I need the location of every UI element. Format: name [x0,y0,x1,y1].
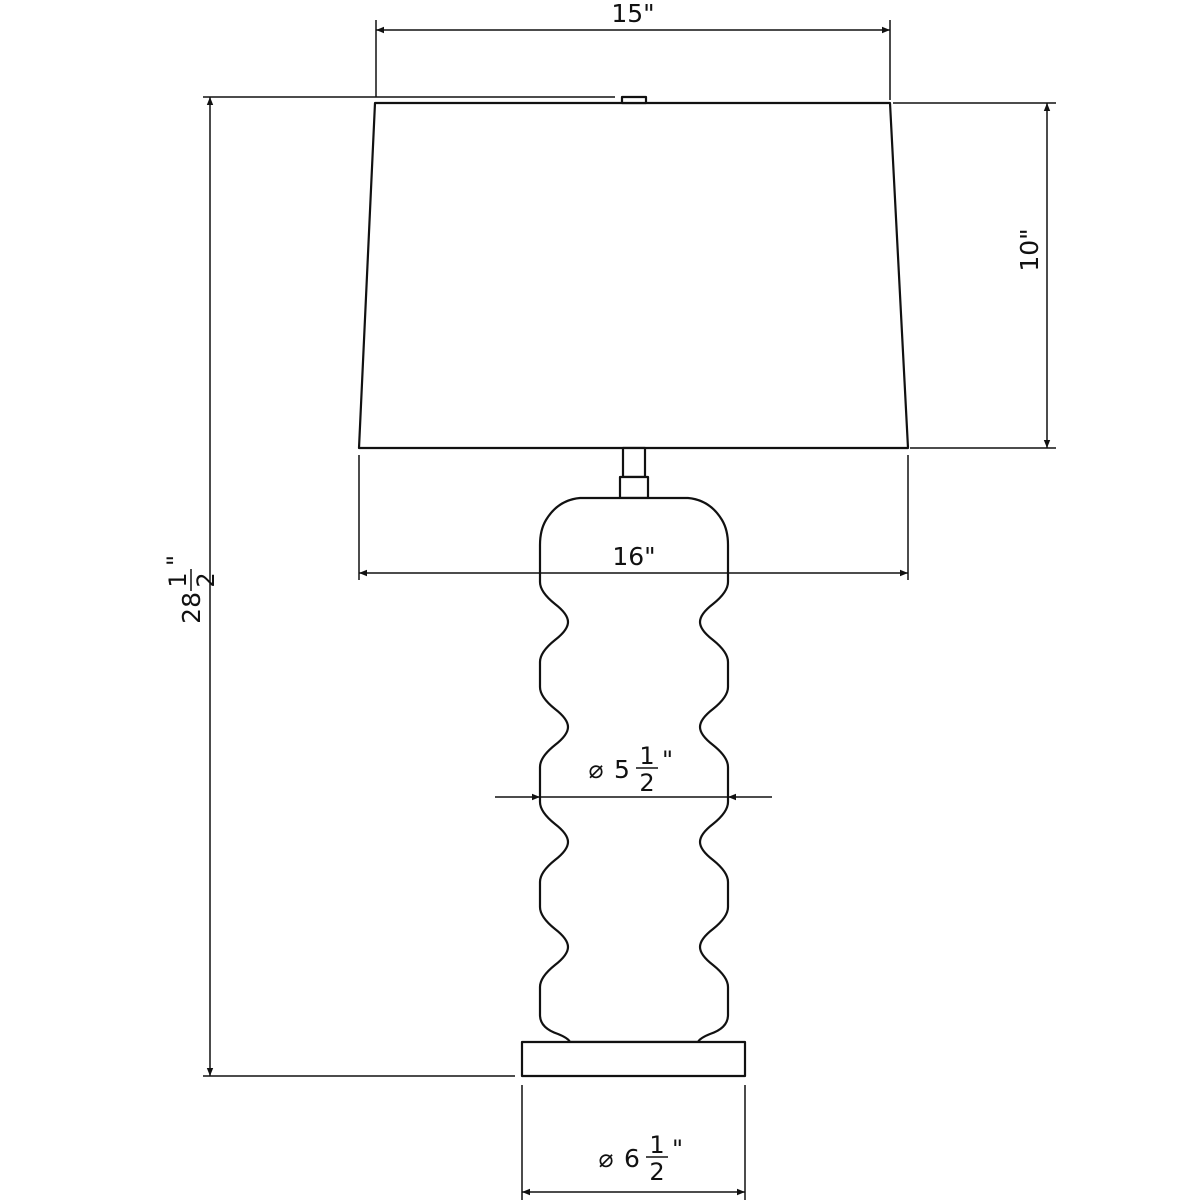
dimension-whole: 5 [614,755,630,784]
dimension-label: 15" [611,0,654,28]
dimension-shade-top-width: 15" [375,0,891,100]
lamp-body [538,496,730,1044]
dimension-label: 10" [1015,228,1044,271]
lamp-neck [621,446,647,479]
finial [620,95,648,105]
dimension-numerator: 1 [649,1131,664,1159]
diameter-icon: ⌀ [588,755,603,784]
dimension-body-diameter: ⌀ 5 1 2 " [495,742,772,801]
dimension-unit: " [162,555,190,566]
dimension-overall-height: 28 1 2 " [162,96,615,1077]
dimension-numerator: 1 [639,742,654,770]
dimension-denominator: 2 [639,769,654,797]
dimension-unit: " [662,746,673,774]
dimension-shade-bottom-width: 16" [358,455,909,580]
dimension-denominator: 2 [192,572,220,587]
dimension-shade-height: 10" [893,102,1056,449]
dimension-label: 16" [612,542,655,571]
lamp-neck-collar [618,475,650,500]
dimension-whole: 28 [177,592,206,624]
lamp-base [520,1040,747,1078]
diameter-icon: ⌀ [598,1144,613,1173]
dimension-unit: " [672,1135,683,1163]
dimension-numerator: 1 [164,572,192,587]
dimension-whole: 6 [624,1144,640,1173]
dimension-base-diameter: ⌀ 6 1 2 " [521,1085,746,1200]
lamp-shade [357,101,910,450]
dimension-denominator: 2 [649,1158,664,1186]
